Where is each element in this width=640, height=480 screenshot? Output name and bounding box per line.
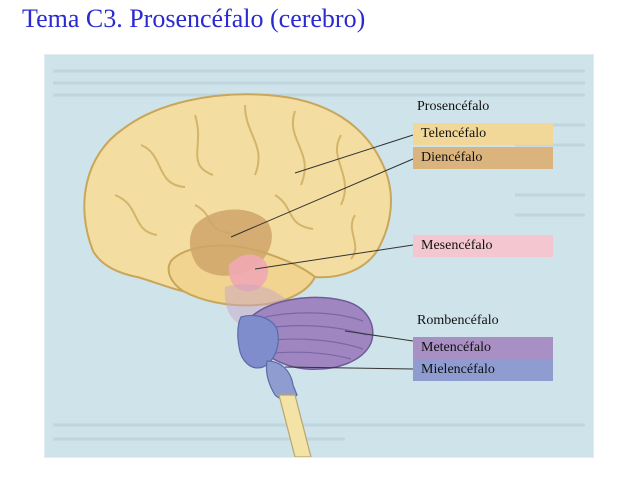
leader-lines: [230, 134, 414, 370]
group-label-rombencefalo: Rombencéfalo: [417, 313, 499, 328]
label-metencefalo: Metencéfalo: [413, 337, 553, 359]
mesencephalon-shape: [228, 254, 269, 292]
pons-shape: [237, 314, 279, 369]
slide-title: Tema C3. Prosencéfalo (cerebro): [22, 4, 366, 33]
brain-illustration: [53, 69, 585, 457]
brain-figure: Prosencéfalo Rombencéfalo Telencéfalo Di…: [44, 54, 594, 458]
label-telencefalo: Telencéfalo: [413, 123, 553, 145]
label-diencefalo: Diencéfalo: [413, 147, 553, 169]
label-mesencefalo: Mesencéfalo: [413, 235, 553, 257]
cortex-gyri: [114, 104, 357, 260]
group-label-prosencefalo: Prosencéfalo: [417, 99, 490, 114]
label-mielencefalo: Mielencéfalo: [413, 359, 553, 381]
spinal-cord-shape: [278, 394, 312, 457]
